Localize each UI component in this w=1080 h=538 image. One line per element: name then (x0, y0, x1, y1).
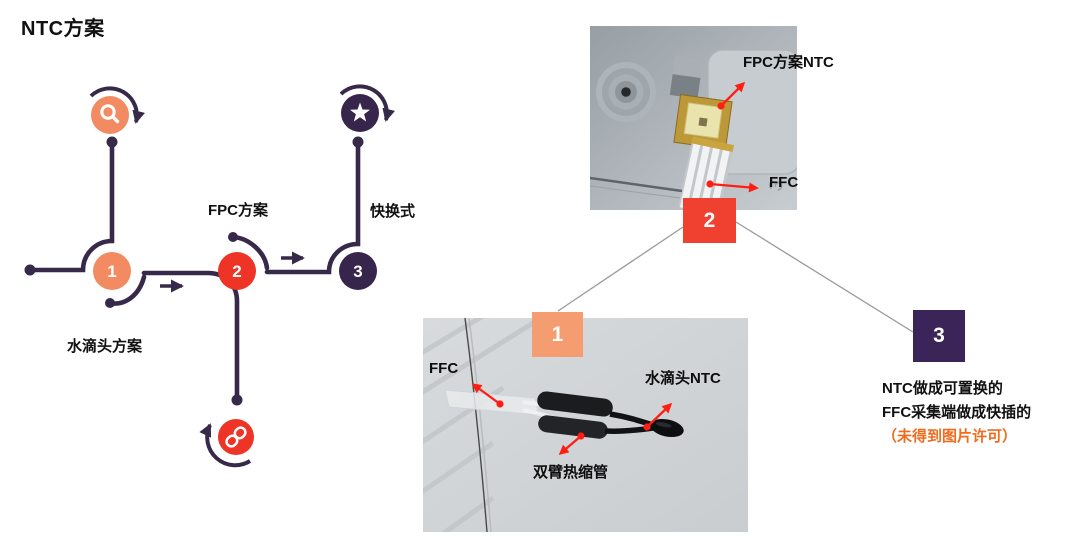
badge-1: 1 (532, 312, 583, 357)
callout-arrow-ffc-bottom (471, 383, 504, 408)
note-line-3: （未得到图片许可） (882, 428, 1018, 445)
callout-arrow-tube (558, 432, 585, 455)
connector-badge2-badge3 (735, 221, 914, 333)
paper-edge-line (464, 318, 488, 532)
note-line-2: FFC采集端做成快插的 (882, 404, 1032, 421)
label-drop-ntc: 水滴头NTC (645, 370, 721, 387)
step2-tail-arc (230, 234, 270, 271)
label-fpc-ntc: FPC方案NTC (743, 54, 834, 71)
flow-step-1-number: 1 (107, 262, 116, 281)
heat-shrink-tube-upper (537, 391, 613, 417)
flow-diagram: 1 2 3 (24, 84, 415, 468)
flow-step-3-label: 快换式 (370, 202, 415, 220)
flow-step-1-label: 水滴头方案 (67, 337, 143, 355)
callout-arrow-ffc-top (706, 180, 759, 193)
note-block: NTC做成可置换的 FFC采集端做成快插的 （未得到图片许可） (882, 377, 1062, 449)
label-heat-shrink-tube: 双臂热缩管 (533, 464, 609, 481)
connector-badge2-badge1 (557, 226, 684, 312)
groove-line-2 (590, 185, 681, 199)
flow-line-search-branch (30, 142, 115, 273)
rotate-arrow-search (89, 86, 146, 124)
badge-2: 2 (683, 198, 736, 243)
flow-step-3: 3 (339, 252, 377, 290)
machined-boss (596, 62, 656, 122)
rotate-arrow-star (339, 84, 396, 122)
link-icon (218, 419, 254, 455)
rotate-arrow-link (199, 423, 252, 468)
search-branch-dot (106, 136, 118, 148)
flow-step-2-number: 2 (232, 262, 241, 281)
photo-fpc-ntc: 3 (590, 26, 797, 210)
callout-arrow-fpc-ntc (717, 81, 746, 110)
search-icon (91, 96, 129, 134)
flow-step-2-label: FPC方案 (208, 201, 269, 219)
label-ffc-top: FFC (769, 174, 799, 191)
note-line-1: NTC做成可置换的 (882, 380, 1003, 397)
flow-step-1: 1 (93, 252, 131, 290)
badge-3: 3 (913, 310, 965, 362)
paper-edge-highlight (468, 318, 492, 532)
photo-drop-ntc (423, 318, 748, 532)
flow-step-2: 2 (218, 252, 256, 290)
groove-line (590, 176, 683, 193)
photo-drop-ntc-image (423, 318, 748, 532)
star-icon (341, 94, 379, 132)
flow-step-3-number: 3 (353, 262, 362, 281)
step1-tail-arc (107, 274, 147, 306)
flow-line-1-to-link (141, 270, 240, 403)
ffc-cable (677, 136, 735, 210)
star-branch-dot (352, 136, 364, 148)
heat-shrink-tube-lower (538, 415, 608, 439)
label-ffc-bottom: FFC (429, 360, 459, 377)
metal-tab (669, 55, 704, 99)
callout-arrow-drop-ntc (643, 402, 673, 431)
ntc-drop-head (650, 418, 684, 438)
link-branch-dot (231, 394, 243, 406)
line-end-dot-left (24, 264, 36, 276)
page-title: NTC方案 (21, 18, 105, 40)
flow-line-2-to-star (264, 142, 361, 275)
photo-fpc-ntc-image: 3 (590, 26, 797, 210)
fpc-ntc-chip (673, 94, 733, 150)
engraved-digit: 3 (765, 178, 788, 193)
